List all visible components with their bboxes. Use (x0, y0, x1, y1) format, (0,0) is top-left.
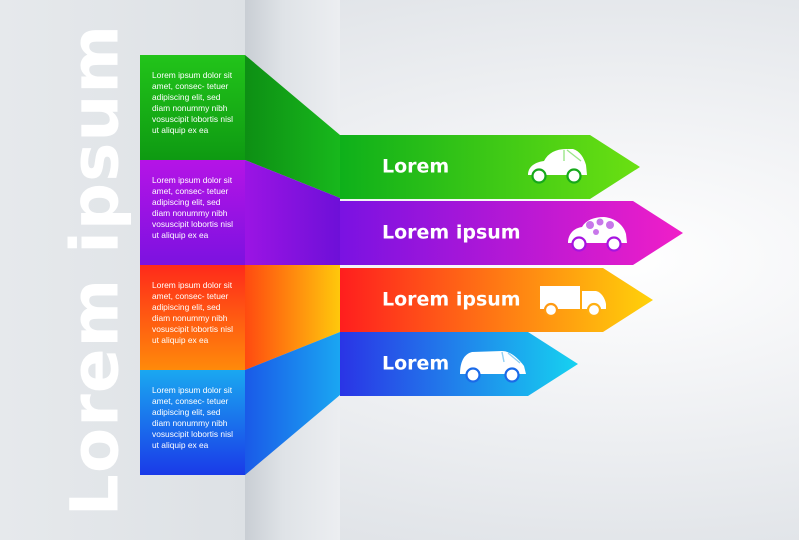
connector-purple (245, 160, 340, 265)
text-block-orange: Lorem ipsum dolor sit amet, consec- tetu… (140, 265, 245, 370)
arrow-label: Lorem ipsum (382, 288, 521, 311)
connector-orange (245, 265, 340, 370)
arrow-label: Lorem (382, 352, 450, 375)
van-icon (458, 348, 528, 384)
arrow-purple: Lorem ipsum (340, 201, 683, 265)
beetle-car-icon (526, 148, 588, 184)
delivery-truck-icon (538, 282, 608, 318)
arrow-blue: Lorem (340, 332, 578, 396)
arrow-label: Lorem ipsum (382, 221, 521, 244)
arrow-green: Lorem (340, 135, 640, 199)
connector-green (245, 55, 340, 198)
block-text: Lorem ipsum dolor sit amet, consec- tetu… (152, 70, 233, 135)
arrow-label: Lorem (382, 155, 450, 178)
block-text: Lorem ipsum dolor sit amet, consec- tetu… (152, 175, 233, 240)
connector-blue (245, 332, 340, 475)
arrow-orange: Lorem ipsum (340, 268, 653, 332)
text-block-blue: Lorem ipsum dolor sit amet, consec- tetu… (140, 370, 245, 475)
block-text: Lorem ipsum dolor sit amet, consec- tetu… (152, 385, 233, 450)
spotted-beetle-car-icon (566, 216, 628, 252)
text-block-green: Lorem ipsum dolor sit amet, consec- tetu… (140, 55, 245, 160)
text-block-purple: Lorem ipsum dolor sit amet, consec- tetu… (140, 160, 245, 265)
block-text: Lorem ipsum dolor sit amet, consec- tetu… (152, 280, 233, 345)
